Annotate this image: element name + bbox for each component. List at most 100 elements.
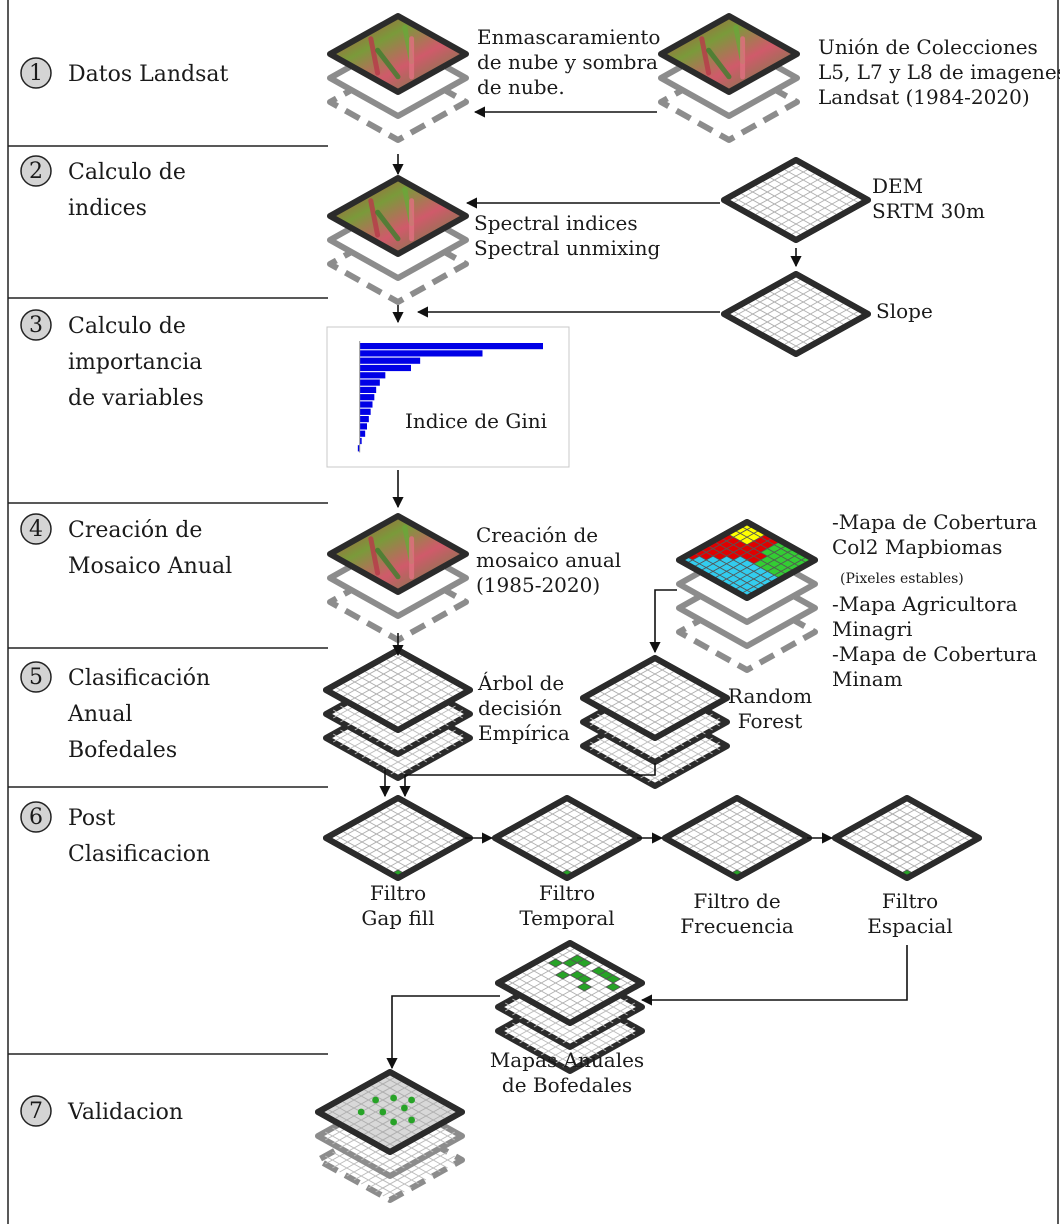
- references-2-label-line: Minagri: [832, 617, 912, 641]
- filter-gapfill-icon: [323, 795, 473, 881]
- random-forest-label-line: Forest: [738, 709, 803, 733]
- step-number-badge: [20, 309, 52, 341]
- step-label-line: Creación de: [68, 518, 202, 543]
- filter-temporal-label-line: Temporal: [519, 906, 614, 930]
- dem-label-line: SRTM 30m: [872, 199, 985, 223]
- gini-bar-4: [359, 364, 411, 372]
- step-label-line: Calculo de: [68, 160, 186, 185]
- validation-point: [372, 1096, 379, 1104]
- step-number-badge: [20, 513, 52, 545]
- step-label-line: de variables: [68, 386, 204, 411]
- validation-point: [408, 1096, 415, 1104]
- gini-bar-10: [359, 408, 371, 415]
- tree-label-line: Árbol de: [477, 671, 564, 695]
- step-number: 2: [29, 159, 43, 184]
- gini-label: Indice de Gini: [405, 409, 547, 433]
- landsat-collections-icon: [658, 13, 800, 143]
- flow-arrows: [379, 106, 908, 1070]
- gini-bar-6: [359, 379, 380, 386]
- pixels-note: (Pixeles estables): [840, 571, 964, 587]
- dem-grid-icon: [721, 157, 871, 243]
- gini-chart: [326, 326, 570, 468]
- filter-temporal-label-line: Filtro: [539, 881, 595, 905]
- step-label-line: indices: [68, 196, 147, 221]
- slope-grid-icon: [721, 271, 871, 357]
- step-number: 1: [29, 61, 43, 86]
- landsat-cloudmask-icon: [327, 13, 469, 143]
- gini-bar-5: [359, 372, 386, 379]
- mosaic-label-line: Creación de: [476, 523, 598, 547]
- references-2-label-line: Minam: [832, 667, 903, 691]
- tree-label-line: decisión: [478, 696, 562, 720]
- annual-maps-label-line: de Bofedales: [502, 1073, 632, 1097]
- annual-mosaic-icon: [327, 513, 469, 643]
- step-label-line: Clasificación: [68, 666, 210, 691]
- gini-bars: [357, 341, 543, 453]
- spectral-indices-icon: [327, 175, 469, 305]
- collections-label-line: Landsat (1984-2020): [818, 85, 1030, 109]
- annual-maps-icon: [495, 940, 645, 1074]
- validation-point: [390, 1094, 397, 1102]
- collections-label-line: Unión de Colecciones: [818, 35, 1038, 59]
- gini-bar-13: [359, 430, 366, 437]
- step-number-badge: [20, 155, 52, 187]
- validation-point: [401, 1104, 408, 1112]
- spectral-label-line: Spectral unmixing: [474, 236, 660, 260]
- reference-maps-icon: [676, 519, 818, 673]
- filter-frequency-label-line: Frecuencia: [680, 914, 794, 938]
- step-number-badge: [20, 1095, 52, 1127]
- random-forest-label-line: Random: [728, 684, 812, 708]
- step-2: 2 Calculo de indices: [20, 155, 186, 221]
- gini-bar-14: [359, 437, 362, 445]
- filter-frequency-label-line: Filtro de: [693, 889, 780, 913]
- filter-gap-label-line: Gap fill: [361, 906, 434, 930]
- gini-label-line: Indice de Gini: [405, 409, 547, 433]
- mosaic-label-line: (1985-2020): [476, 573, 600, 597]
- gini-bar-8: [359, 394, 375, 401]
- spectral-label-line: Spectral indices: [474, 211, 638, 235]
- tree-label-line: Empírica: [478, 721, 570, 745]
- references-2-label-line: -Mapa de Cobertura: [832, 642, 1037, 666]
- validation-point: [390, 1118, 397, 1126]
- dem-label-line: DEM: [872, 174, 923, 198]
- step-number-badge: [20, 57, 52, 89]
- icon-layer: [315, 13, 982, 1203]
- step-number: 4: [29, 517, 43, 542]
- random-forest-icon: [580, 655, 730, 789]
- gini-bar-3: [359, 357, 421, 364]
- filter-spatial-icon: [832, 795, 982, 881]
- gini-bar-2: [359, 350, 483, 357]
- cloud-mask-label-line: Enmascaramiento: [477, 25, 660, 49]
- page-frame: [7, 0, 1059, 1224]
- cloud-mask-label-line: de nube.: [477, 75, 565, 99]
- step-label-line: Anual: [67, 702, 132, 727]
- step-number-badge: [20, 661, 52, 693]
- step-label-line: Mosaico Anual: [68, 554, 232, 579]
- step-4: 4 Creación de Mosaico Anual: [20, 513, 232, 579]
- step-label-line: Bofedales: [68, 738, 177, 763]
- step-label-line: Clasificacion: [68, 842, 210, 867]
- validation-point: [379, 1108, 387, 1116]
- gini-bar-1: [359, 343, 543, 350]
- validation-point: [408, 1116, 415, 1124]
- step-number-badge: [20, 801, 52, 833]
- cloud-mask-label-line: de nube y sombra: [477, 50, 658, 74]
- filter-frequency-icon: [662, 795, 812, 881]
- step-label-line: Calculo de: [68, 314, 186, 339]
- collections-label-line: L5, L7 y L8 de imagenes: [818, 60, 1060, 84]
